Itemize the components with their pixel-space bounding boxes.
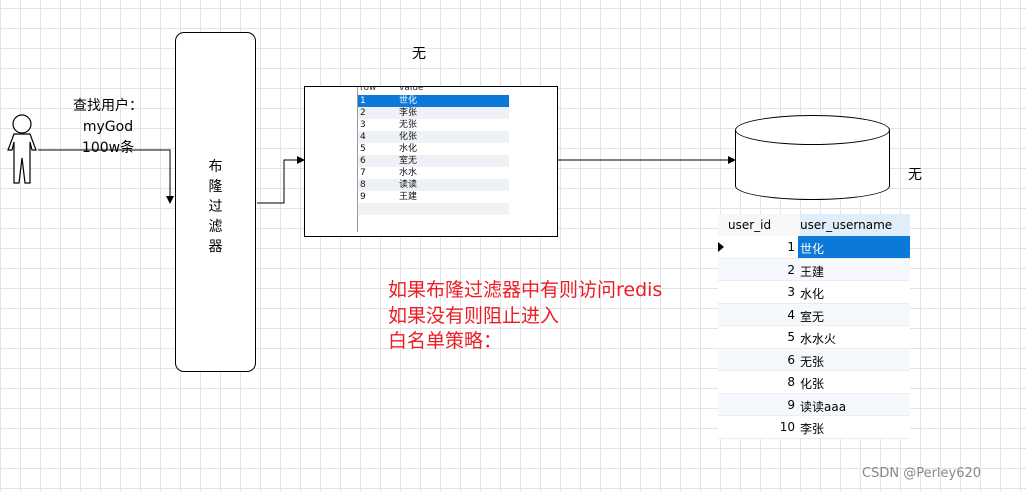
annotation-line-2: 如果没有则阻止进入 bbox=[388, 304, 560, 327]
cell-user-username[interactable]: 室无 bbox=[798, 304, 910, 326]
mini-grid-row[interactable]: 2 李张 bbox=[358, 107, 509, 119]
mini-grid-row-number: 5 bbox=[360, 144, 366, 154]
mini-grid-row-number: 1 bbox=[360, 96, 366, 106]
mini-grid-row-value: 水水 bbox=[399, 168, 418, 178]
mini-grid-row-value: 无张 bbox=[399, 120, 418, 130]
mini-grid-header: row value bbox=[358, 87, 509, 95]
cell-user-id[interactable]: 6 bbox=[787, 352, 795, 367]
query-line-1: 查找用户：myGod bbox=[73, 98, 143, 135]
mini-grid-row-number: 3 bbox=[360, 120, 366, 130]
table-row[interactable]: 1 世化 bbox=[718, 236, 910, 259]
filter-data-box: row value 1 世化 2 李张 3 无张 4 化张 5 水化 6 室无 7 水水 8 读读 9 王建 bbox=[304, 86, 558, 237]
cell-user-id[interactable]: 1 bbox=[787, 240, 795, 254]
cell-user-username-text: 无张 bbox=[800, 354, 825, 369]
table-row[interactable]: 3 水化 bbox=[718, 281, 910, 304]
cell-user-id[interactable]: 8 bbox=[787, 375, 795, 389]
user-actor-icon bbox=[7, 114, 37, 184]
cell-user-id[interactable]: 3 bbox=[787, 285, 795, 299]
bloom-filter-label: 布 隆 过 滤 器 bbox=[208, 159, 223, 255]
arrow-filter-to-grid bbox=[257, 156, 305, 204]
table-row[interactable]: 5 水水火 bbox=[718, 326, 910, 349]
mini-grid-row[interactable]: 6 室无 bbox=[358, 155, 509, 167]
table-row[interactable]: 4 室无 bbox=[718, 303, 910, 326]
redis-database-top bbox=[735, 115, 890, 145]
col-header-user-id[interactable]: user_id bbox=[728, 218, 772, 232]
mini-grid-row-number: 6 bbox=[360, 156, 366, 166]
user-table-body: 1 世化 2 王建 3 水化 4 室无 5 水水火 6 无张 8 化张 9 读读aaa 10 李张 bbox=[718, 236, 910, 439]
cell-user-id[interactable]: 5 bbox=[787, 330, 795, 344]
cell-user-id[interactable]: 9 bbox=[787, 397, 795, 412]
cell-user-id[interactable]: 4 bbox=[787, 307, 795, 322]
cell-user-username[interactable]: 无张 bbox=[798, 349, 910, 371]
mini-grid-header-value: value bbox=[399, 87, 424, 93]
cell-user-username-text: 李张 bbox=[800, 422, 825, 436]
row-indicator-icon bbox=[718, 242, 724, 252]
cell-user-username-text: 读读aaa bbox=[800, 399, 847, 414]
query-line-2: 100w条 bbox=[81, 140, 135, 156]
cell-user-username-text: 世化 bbox=[800, 242, 825, 256]
mini-grid-row-number: 8 bbox=[360, 180, 366, 190]
cell-user-id[interactable]: 2 bbox=[787, 262, 795, 277]
mini-grid-row[interactable]: 1 世化 bbox=[358, 95, 509, 107]
mini-grid-row[interactable]: 9 王建 bbox=[358, 191, 509, 203]
label-none-top: 无 bbox=[412, 46, 426, 62]
cell-user-username[interactable]: 读读aaa bbox=[798, 394, 910, 416]
annotation-line-3: 白名单策略： bbox=[388, 330, 503, 352]
mini-grid-blank-row bbox=[358, 203, 509, 215]
label-none-right: 无 bbox=[908, 167, 922, 183]
cell-user-id[interactable]: 10 bbox=[779, 420, 795, 434]
mini-grid-row-value: 李张 bbox=[399, 108, 418, 118]
cell-user-username[interactable]: 李张 bbox=[798, 416, 910, 438]
arrow-user-to-filter bbox=[38, 149, 174, 204]
mini-grid-row-value: 化张 bbox=[399, 132, 418, 142]
bloom-filter-box bbox=[175, 32, 256, 372]
mini-grid-row-number: 2 bbox=[360, 108, 366, 118]
mini-grid-row-number: 7 bbox=[360, 168, 366, 178]
table-row[interactable]: 2 王建 bbox=[718, 258, 910, 281]
cell-user-username-text: 室无 bbox=[800, 309, 825, 324]
mini-grid-row[interactable]: 4 化张 bbox=[358, 131, 509, 143]
watermark: CSDN @Perley620 bbox=[862, 466, 982, 481]
mini-grid-row-value: 水化 bbox=[399, 144, 418, 154]
mini-grid-row-value: 世化 bbox=[399, 96, 418, 106]
user-table-header: user_id user_username bbox=[718, 214, 910, 236]
mini-grid-row-value: 室无 bbox=[399, 156, 418, 166]
mini-grid-rows: 1 世化 2 李张 3 无张 4 化张 5 水化 6 室无 7 水水 8 读读 9 王建 bbox=[358, 95, 509, 203]
cell-user-username-text: 王建 bbox=[800, 264, 825, 279]
mini-grid-row-value: 王建 bbox=[399, 192, 418, 202]
mini-grid-row[interactable]: 5 水化 bbox=[358, 143, 509, 155]
cell-user-username-text: 水化 bbox=[800, 287, 825, 301]
col-header-user-username[interactable]: user_username bbox=[800, 214, 910, 236]
cell-user-username[interactable]: 水水火 bbox=[798, 326, 910, 348]
mini-grid: row value 1 世化 2 李张 3 无张 4 化张 5 水化 6 室无 7 水水 8 读读 9 王建 bbox=[357, 87, 509, 232]
table-row[interactable]: 10 李张 bbox=[718, 416, 910, 439]
mini-grid-row-number: 4 bbox=[360, 132, 366, 142]
table-row[interactable]: 8 化张 bbox=[718, 371, 910, 394]
cell-user-username[interactable]: 王建 bbox=[798, 259, 910, 281]
annotation-text: 如果布隆过滤器中有则访问redis 如果没有则阻止进入 白名单策略： bbox=[388, 278, 662, 355]
mini-grid-row[interactable]: 3 无张 bbox=[358, 119, 509, 131]
mini-grid-row[interactable]: 7 水水 bbox=[358, 167, 509, 179]
annotation-line-1: 如果布隆过滤器中有则访问redis bbox=[388, 279, 663, 301]
cell-user-username-text: 水水火 bbox=[800, 332, 837, 346]
mini-grid-row-value: 读读 bbox=[399, 180, 418, 190]
table-row[interactable]: 6 无张 bbox=[718, 348, 910, 371]
mini-grid-row-number: 9 bbox=[360, 192, 366, 202]
cell-user-username[interactable]: 世化 bbox=[798, 236, 910, 258]
cell-user-username[interactable]: 化张 bbox=[798, 371, 910, 393]
mini-grid-row[interactable]: 8 读读 bbox=[358, 179, 509, 191]
cell-user-username-text: 化张 bbox=[800, 377, 825, 391]
cell-user-username[interactable]: 水化 bbox=[798, 281, 910, 303]
mini-grid-header-row: row bbox=[360, 87, 377, 93]
table-row[interactable]: 9 读读aaa bbox=[718, 393, 910, 416]
query-label: 查找用户：myGod 100w条 bbox=[50, 96, 166, 159]
